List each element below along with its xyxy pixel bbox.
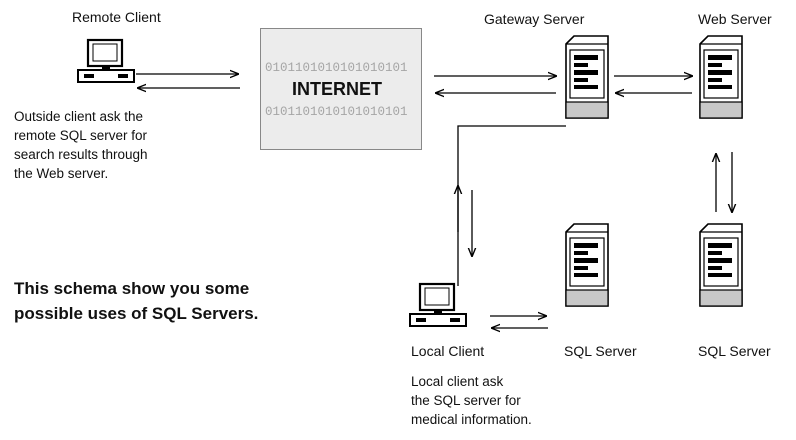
bits-row: 0101101010101010101 [265,104,408,119]
web-server-label: Web Server [698,11,772,27]
remote-client-description: Outside client ask the remote SQL server… [14,107,148,183]
schema-note-line: This schema show you some [14,279,250,298]
description-line: search results through [14,147,148,162]
local-client-description: Local client ask the SQL server for medi… [411,372,532,429]
description-line: Local client ask [411,374,504,389]
web-server-icon [699,35,743,119]
remote-client-computer-icon [76,38,136,84]
schema-note: This schema show you some possible uses … [14,276,258,326]
bits-row: 0101101010101010101 [265,61,408,75]
local-client-computer-icon [408,282,468,328]
sql-server-1-label: SQL Server [564,343,637,359]
description-line: remote SQL server for [14,128,148,143]
internet-cloud: 0101101010101010101 0101101010101010101 … [260,28,422,150]
sql-server-1-icon [565,223,609,307]
gateway-server-label: Gateway Server [484,11,585,27]
remote-client-label: Remote Client [72,9,161,25]
schema-note-line: possible uses of SQL Servers. [14,304,259,323]
gateway-local-link-line [457,125,566,286]
sql-server-2-icon [699,223,743,307]
binary-background: 0101101010101010101 0101101010101010101 … [265,32,408,149]
description-line: Outside client ask the [14,109,144,124]
description-line: the SQL server for [411,393,521,408]
gateway-server-icon [565,35,609,119]
description-line: the Web server. [14,166,109,181]
sql-server-2-label: SQL Server [698,343,771,359]
description-line: medical information. [411,412,532,427]
internet-label: INTERNET [289,79,385,100]
bits-row: 0101101010101010101 [265,148,408,149]
local-client-label: Local Client [411,343,485,359]
